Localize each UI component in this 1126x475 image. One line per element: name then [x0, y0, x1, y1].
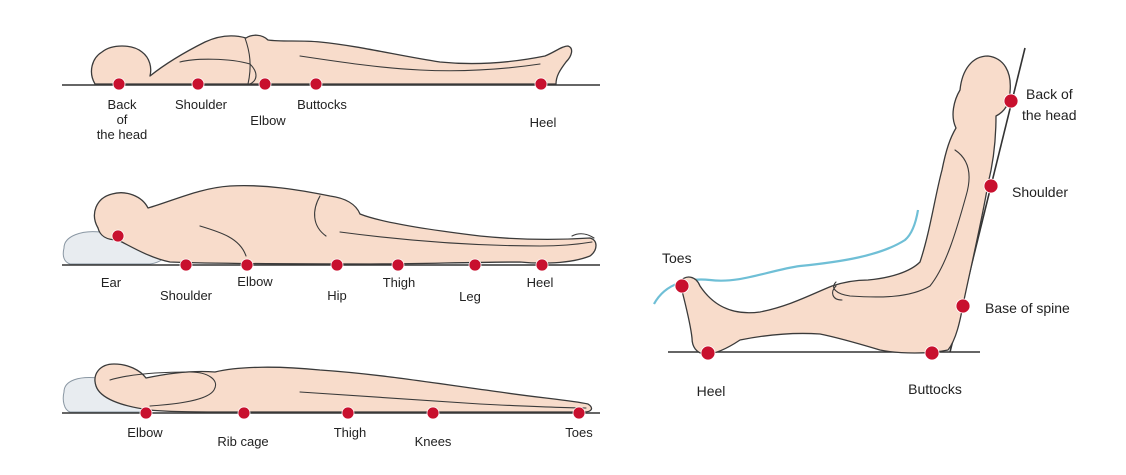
- lateral-dot-hip: [331, 259, 343, 271]
- sitting-dot-back-of-head: [1004, 94, 1018, 108]
- lateral-label-leg: Leg: [459, 289, 481, 304]
- supine-label-back-of-head-3: the head: [97, 127, 148, 142]
- prone-label-thigh: Thigh: [334, 425, 367, 440]
- sitting-label-shoulder: Shoulder: [1012, 184, 1068, 200]
- lateral-dot-elbow: [241, 259, 253, 271]
- sitting-label-buttocks: Buttocks: [908, 381, 962, 397]
- lateral-label-hip: Hip: [327, 288, 347, 303]
- lateral-foot-line: [572, 234, 594, 238]
- prone-dot-thigh: [342, 407, 354, 419]
- sitting-dot-toes: [675, 279, 689, 293]
- supine-label-shoulder: Shoulder: [175, 97, 228, 112]
- supine-label-back-of-head-1: Back: [108, 97, 137, 112]
- sitting-dot-shoulder: [984, 179, 998, 193]
- figure-sitting: Back of the head Shoulder Base of spine …: [654, 48, 1077, 399]
- lateral-label-heel: Heel: [527, 275, 554, 290]
- sitting-label-back-of-head-1: Back of: [1026, 86, 1073, 102]
- figure-prone: Elbow Rib cage Thigh Knees Toes: [62, 364, 600, 449]
- lateral-dot-ear: [112, 230, 124, 242]
- supine-dot-elbow: [259, 78, 271, 90]
- sitting-dot-buttocks: [925, 346, 939, 360]
- sitting-dot-base-of-spine: [956, 299, 970, 313]
- prone-label-elbow: Elbow: [127, 425, 163, 440]
- figure-lateral: Ear Shoulder Elbow Hip Thigh Leg Heel: [62, 186, 600, 304]
- sitting-label-base-of-spine: Base of spine: [985, 300, 1070, 316]
- lateral-dot-leg: [469, 259, 481, 271]
- supine-label-heel: Heel: [530, 115, 557, 130]
- supine-dot-heel: [535, 78, 547, 90]
- sitting-label-toes: Toes: [662, 250, 692, 266]
- sitting-label-heel: Heel: [697, 383, 726, 399]
- lateral-dot-heel: [536, 259, 548, 271]
- prone-label-toes: Toes: [565, 425, 593, 440]
- supine-label-buttocks: Buttocks: [297, 97, 347, 112]
- figure-supine: Back of the head Shoulder Elbow Buttocks…: [62, 35, 600, 142]
- supine-dot-shoulder: [192, 78, 204, 90]
- supine-body: [91, 35, 571, 84]
- supine-dot-back-of-head: [113, 78, 125, 90]
- prone-label-knees: Knees: [415, 434, 452, 449]
- lateral-label-shoulder: Shoulder: [160, 288, 213, 303]
- prone-dot-knees: [427, 407, 439, 419]
- sitting-dot-heel: [701, 346, 715, 360]
- prone-label-rib-cage: Rib cage: [217, 434, 268, 449]
- prone-dot-elbow: [140, 407, 152, 419]
- sitting-label-back-of-head-2: the head: [1022, 107, 1077, 123]
- supine-label-back-of-head-2: of: [117, 112, 128, 127]
- prone-dot-toes: [573, 407, 585, 419]
- lateral-body: [94, 186, 596, 264]
- lateral-dot-thigh: [392, 259, 404, 271]
- supine-dot-buttocks: [310, 78, 322, 90]
- lateral-label-elbow: Elbow: [237, 274, 273, 289]
- lateral-dot-shoulder: [180, 259, 192, 271]
- prone-dot-rib-cage: [238, 407, 250, 419]
- supine-label-elbow: Elbow: [250, 113, 286, 128]
- lateral-label-ear: Ear: [101, 275, 122, 290]
- lateral-label-thigh: Thigh: [383, 275, 416, 290]
